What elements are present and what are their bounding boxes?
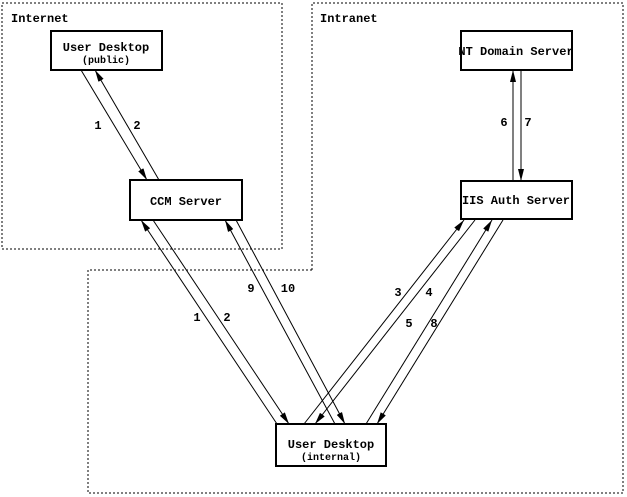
zone-internet-label: Internet <box>11 12 69 26</box>
flow-arrow-3-internal-desktop-to-iis <box>303 219 465 425</box>
node-user-desktop-public: User Desktop (public) <box>50 30 163 71</box>
node-user-desktop-internal-subtitle: (internal) <box>301 452 361 464</box>
node-user-desktop-public-box <box>50 30 163 71</box>
zone-internet-border <box>1 2 283 250</box>
zone-intranet: Intranet <box>311 2 624 493</box>
node-ccm-server: CCM Server <box>129 179 243 221</box>
flow-label-9: 9 <box>247 282 254 296</box>
node-nt-domain-server: NT Domain Server <box>458 30 574 71</box>
flow-arrow-4-iis-to-internal-desktop <box>314 219 476 425</box>
flow-label-2-public: 2 <box>133 119 140 133</box>
flow-label-10: 10 <box>281 282 295 296</box>
node-user-desktop-internal-box <box>275 423 387 467</box>
node-ccm-server-title: CCM Server <box>150 195 222 209</box>
flow-arrow-9-internal-desktop-to-ccm <box>224 219 336 425</box>
flow-label-3: 3 <box>394 286 401 300</box>
flow-arrow-2-ccm-to-public-desktop <box>94 69 160 181</box>
flow-arrow-1-internal-desktop-to-ccm <box>140 219 278 425</box>
node-iis-auth-server-box <box>460 180 573 220</box>
node-nt-domain-server-box <box>460 30 573 71</box>
flow-arrow-10-ccm-to-internal-desktop <box>235 219 346 425</box>
flow-arrow-2-ccm-to-internal-desktop <box>152 219 290 425</box>
flow-label-8: 8 <box>430 317 437 331</box>
flow-label-1-public: 1 <box>94 119 101 133</box>
zone-intranet-label: Intranet <box>320 12 378 26</box>
node-user-desktop-public-subtitle: (public) <box>82 55 130 67</box>
node-user-desktop-public-title: User Desktop <box>63 41 149 55</box>
flow-arrow-5-internal-desktop-to-iis <box>365 219 493 425</box>
node-iis-auth-server: IIS Auth Server <box>460 180 573 220</box>
node-iis-auth-server-title: IIS Auth Server <box>462 194 570 208</box>
zone-internet: Internet <box>1 2 283 250</box>
flow-arrow-8-iis-to-internal-desktop <box>376 219 504 425</box>
flow-label-2-internal: 2 <box>223 311 230 325</box>
flow-label-1-internal: 1 <box>193 311 200 325</box>
flow-label-5: 5 <box>405 317 412 331</box>
node-user-desktop-internal: User Desktop (internal) <box>275 423 387 467</box>
zone-internal-border <box>87 269 623 494</box>
flow-arrow-1-public-desktop-to-ccm <box>80 69 148 181</box>
flow-label-4: 4 <box>425 286 432 300</box>
node-ccm-server-box <box>129 179 243 221</box>
flow-label-6: 6 <box>500 116 507 130</box>
flow-label-7: 7 <box>524 116 531 130</box>
zone-internal <box>87 269 623 494</box>
node-user-desktop-internal-title: User Desktop <box>288 438 374 452</box>
node-nt-domain-server-title: NT Domain Server <box>458 45 573 59</box>
zone-intranet-border <box>311 2 624 493</box>
